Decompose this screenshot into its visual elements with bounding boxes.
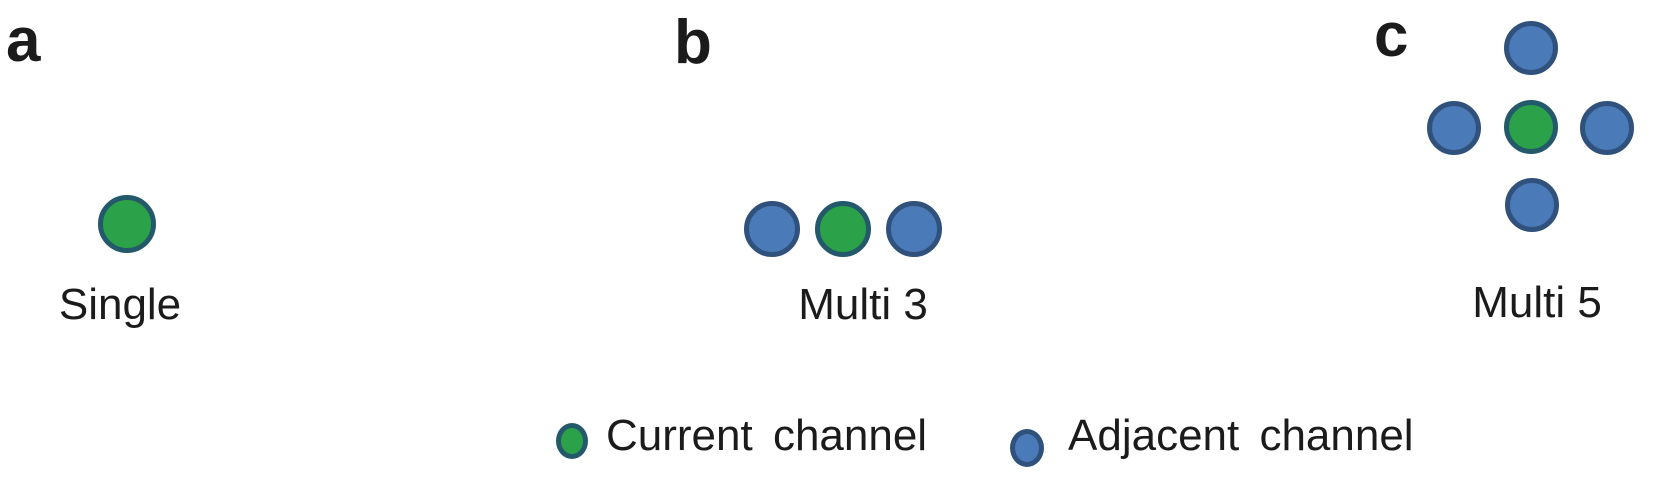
adjacent-channel-dot xyxy=(1504,21,1558,75)
panel-c-label: c xyxy=(1374,1,1409,70)
legend-current-channel-label: Current channel xyxy=(606,411,928,460)
current-channel-marker-icon xyxy=(556,423,588,459)
current-channel-dot xyxy=(1504,100,1558,154)
adjacent-channel-dot xyxy=(1427,101,1481,155)
adjacent-channel-dot xyxy=(1580,101,1634,155)
panel-c-caption: Multi 5 xyxy=(1472,278,1602,327)
current-channel-dot xyxy=(98,195,156,253)
adjacent-channel-marker-icon xyxy=(1010,429,1044,467)
panel-b-label: b xyxy=(674,8,712,77)
legend-adjacent-channel-label: Adjacent channel xyxy=(1068,411,1414,460)
adjacent-channel-dot xyxy=(886,201,942,257)
panel-a-caption: Single xyxy=(58,280,182,329)
adjacent-channel-dot xyxy=(1505,178,1559,232)
adjacent-channel-dot xyxy=(744,201,800,257)
panel-b-caption: Multi 3 xyxy=(798,280,928,329)
panel-a-label: a xyxy=(6,6,41,75)
current-channel-dot xyxy=(815,201,871,257)
